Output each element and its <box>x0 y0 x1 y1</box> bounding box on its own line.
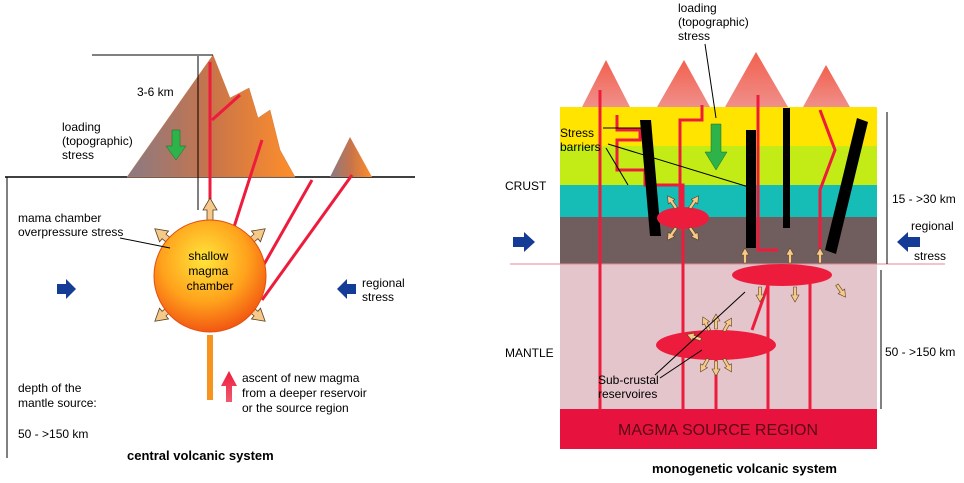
small-cone <box>330 137 372 177</box>
right-regional-arrow-icon <box>337 279 356 299</box>
ascent-arrow-icon <box>221 371 237 402</box>
barriers-leaders <box>603 127 753 189</box>
shallow-magma-chamber <box>153 219 267 333</box>
overpressure-leader <box>119 237 171 249</box>
right-panel: MAGMA SOURCE REGION <box>505 1 957 476</box>
reservoir-stress-arrows <box>667 195 846 377</box>
magma-source-region <box>560 409 877 449</box>
sub-crustal-reservoir <box>656 330 776 360</box>
right-panel-left-regional-arrow-icon <box>513 232 535 252</box>
barriers-label: Stress barriers <box>560 126 601 154</box>
mantle-depth-value: 50 - >150 km <box>18 427 88 441</box>
right-regional-label: regional stress <box>911 219 957 263</box>
source-region-label: MAGMA SOURCE REGION <box>618 422 818 439</box>
crust-reservoir <box>657 207 709 229</box>
crust-label: CRUST <box>505 179 547 193</box>
crust-layer-brown <box>560 217 877 264</box>
monogenetic-cones <box>582 52 850 107</box>
mantle-label: MANTLE <box>505 346 554 360</box>
left-panel: 3-6 km loading (topographic) stress <box>5 54 415 463</box>
ascent-conduit <box>207 335 213 400</box>
crust-depth-label: 15 - >30 km <box>892 192 956 206</box>
chamber-label: shallow magma chamber <box>187 249 234 293</box>
depth-range-label: 3-6 km <box>137 85 174 99</box>
overpressure-label: mama chamber overpressure stress <box>18 211 123 239</box>
right-panel-right-regional-arrow-icon <box>897 232 920 252</box>
left-loading-arrow-icon <box>165 129 187 161</box>
deep-crust-reservoir <box>732 264 832 286</box>
crust-layer-teal <box>560 185 877 217</box>
reservoirs-label: Sub-crustal reservoires <box>598 373 662 401</box>
mantle-depth-label: depth of the mantle source: <box>18 381 97 410</box>
left-loading-label: loading (topographic) stress <box>62 120 136 162</box>
right-loading-label: loading (topographic) stress <box>678 1 752 43</box>
left-regional-label: regional stress <box>362 276 408 304</box>
right-caption: monogenetic volcanic system <box>652 461 837 476</box>
stress-barriers <box>640 108 868 254</box>
mantle-depth-label-right: 50 - >150 km <box>885 345 955 359</box>
right-loading-arrow-icon <box>704 123 728 171</box>
reservoirs-leaders <box>654 291 746 379</box>
left-regional-arrow-icon <box>57 279 76 299</box>
ascent-label: ascent of new magma from a deeper reserv… <box>242 371 370 415</box>
left-caption: central volcanic system <box>127 448 274 463</box>
right-loading-leader <box>704 43 717 119</box>
